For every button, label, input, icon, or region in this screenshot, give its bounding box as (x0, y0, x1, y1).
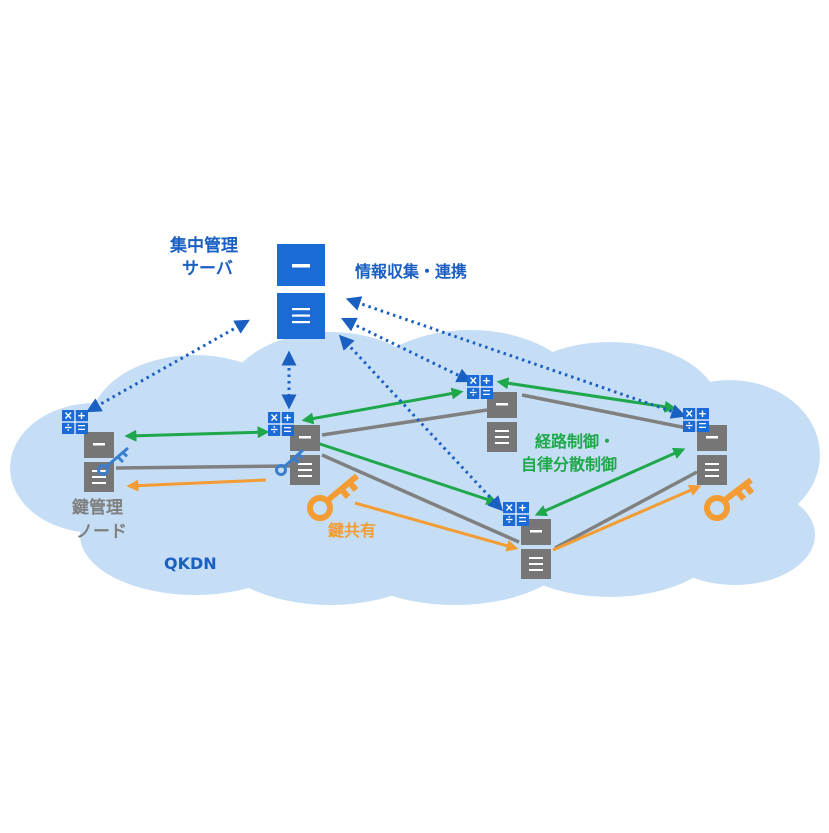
central-server-label-line2: サーバ (182, 259, 233, 279)
calculator-icon (466, 374, 494, 400)
calculator-icon (267, 411, 295, 437)
info-collection-arrows (86, 296, 687, 512)
routing-arrow-a-b (124, 426, 270, 442)
info-arrow-node-e (345, 296, 687, 419)
key-mgmt-node-label-line1: 鍵管理 (72, 498, 123, 518)
key-share-arrow-left (126, 478, 267, 492)
key-sharing-label: 鍵共有 (328, 521, 377, 540)
calculator-icon (682, 407, 710, 433)
link-a-b (115, 464, 291, 470)
key-mgmt-node-label-line2: ノード (76, 522, 127, 542)
routing-label-line2: 自律分散制御 (521, 455, 618, 474)
calculator-icon (61, 409, 89, 435)
info-collection-label: 情報収集・連携 (355, 262, 468, 281)
central-server-label-line1: 集中管理 (170, 236, 238, 256)
central-server-icon (277, 244, 325, 339)
key-icon-small-left (97, 446, 129, 476)
key-icon-small-center (275, 448, 304, 476)
key-icon-large-right (704, 477, 755, 521)
routing-label-line1: 経路制御・ (535, 432, 616, 451)
key-icon-large-center (307, 473, 359, 521)
network-label: QKDN (164, 554, 217, 573)
calculator-icon (502, 501, 530, 527)
routing-arrow-d-e (534, 447, 686, 517)
